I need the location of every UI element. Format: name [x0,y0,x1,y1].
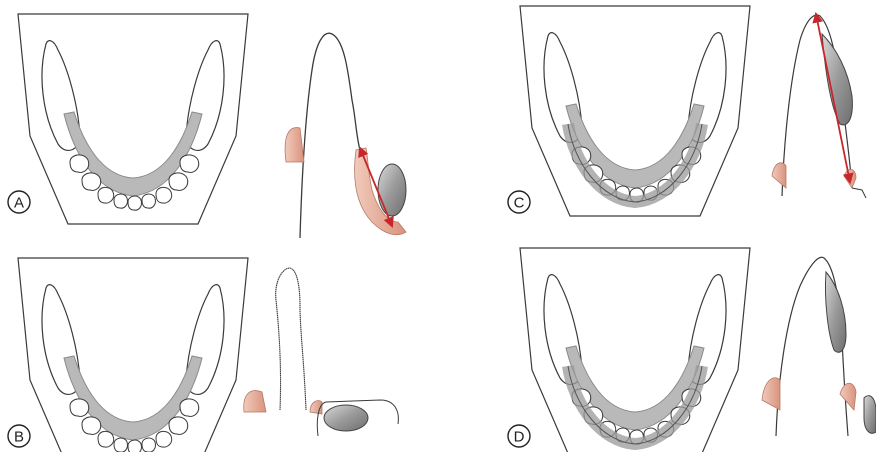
panel-c: C [508,6,866,216]
panel-b: B [8,258,398,452]
panel-d-label: D [514,429,525,446]
panel-b-label-badge: B [8,425,30,447]
panel-c-arch [520,6,750,216]
panel-a-label: A [14,195,24,212]
panel-d-label-badge: D [508,425,530,447]
panel-a-arch [18,14,248,224]
panel-c-label-badge: C [508,191,530,213]
panel-d-profile [762,257,876,436]
panel-c-label: C [514,195,525,212]
panel-b-profile [244,268,399,436]
panel-a: A [8,14,406,238]
panel-b-label: B [14,429,24,446]
panel-d-arch [520,248,750,452]
panel-d: D [508,248,876,452]
panel-a-label-badge: A [8,191,30,213]
panel-a-profile [285,33,406,238]
panel-c-profile [772,14,866,198]
panel-b-arch [18,258,248,452]
